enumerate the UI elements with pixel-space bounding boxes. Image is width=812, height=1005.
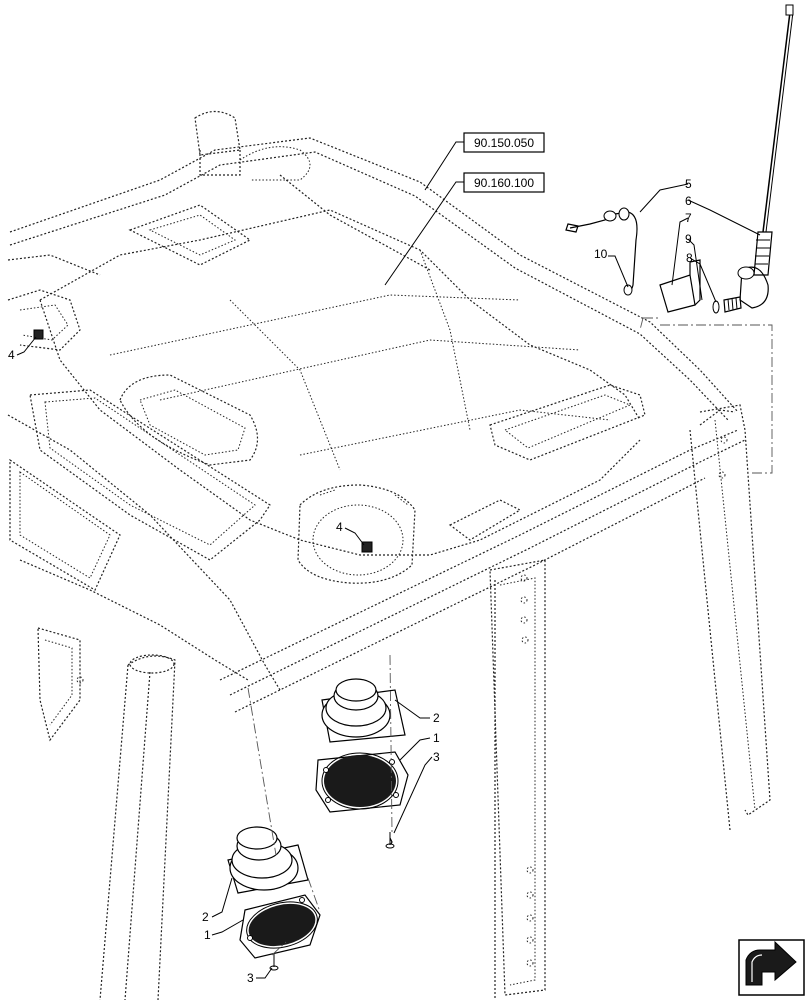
ref-box-90160100[interactable]: 90.160.100 [463,172,545,193]
ref-label-90150050: 90.150.050 [474,136,534,150]
clip-nut-left [33,329,44,340]
cab-roof [7,110,771,1001]
ref-label-90160100: 90.160.100 [474,176,534,190]
callout-4-center: 4 [336,520,343,534]
callout-3-upper: 3 [433,750,440,764]
callout-1-lower: 1 [204,928,211,942]
assembly-line-lower [307,877,321,913]
antenna-assembly [565,4,794,474]
callout-7: 7 [685,211,692,225]
callout-5: 5 [685,177,692,191]
ref-box-90150050[interactable]: 90.150.050 [463,132,545,153]
callout-3-lower: 3 [247,971,254,985]
callout-10: 10 [594,247,608,261]
callout-6: 6 [685,194,692,208]
speaker-upper [315,678,409,813]
assembly-line-lower-screw [271,941,287,956]
callout-4-left: 4 [8,348,15,362]
next-page-arrow-icon[interactable] [738,939,805,996]
callout-2-lower: 2 [202,910,209,924]
screw-upper [385,832,395,849]
leader-lines [16,141,761,979]
callout-9: 9 [685,232,692,246]
callout-numbers: 4 4 5 6 7 9 8 10 2 1 3 2 1 3 [8,177,693,985]
speaker-lower [227,826,321,959]
screw-lower [269,954,279,971]
callout-2-upper: 2 [433,711,440,725]
pillar-holes [76,436,728,967]
clip-nut-center [361,541,373,553]
assembly-line-upper-screw [389,654,393,833]
callout-8: 8 [686,251,693,265]
callout-1-upper: 1 [433,731,440,745]
